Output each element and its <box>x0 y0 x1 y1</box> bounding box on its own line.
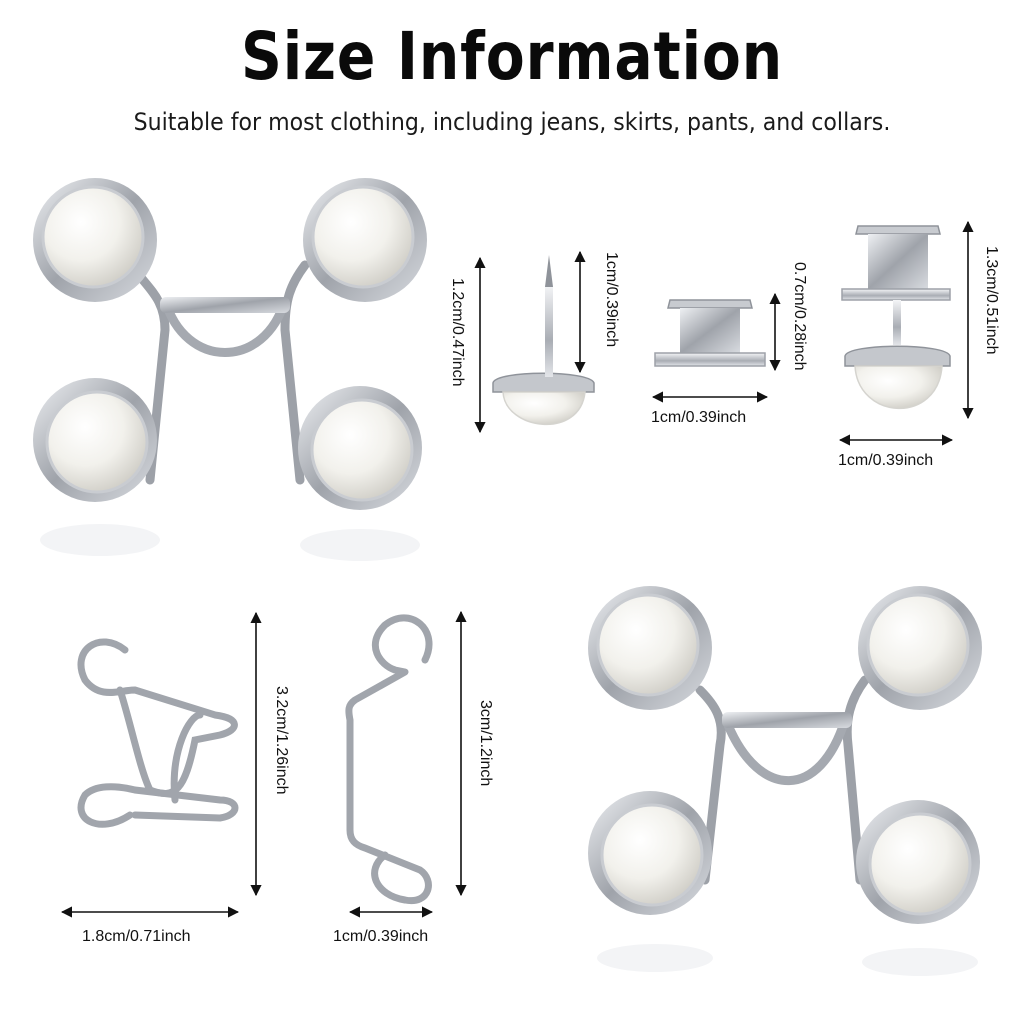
pin-part <box>492 255 595 426</box>
page-title: Size Information <box>240 18 784 95</box>
label-m-hook-height: 3.2cm/1.26inch <box>273 686 290 795</box>
pearl-br-bottom-left <box>588 791 712 915</box>
pearl-top-left <box>33 178 157 302</box>
label-cap-width: 1cm/0.39inch <box>651 409 747 426</box>
label-cap-height: 0.7cm/0.28inch <box>791 262 808 371</box>
label-s-hook-width: 1cm/0.39inch <box>333 928 429 945</box>
label-pin-shaft: 1cm/0.39inch <box>603 252 620 348</box>
label-assembled-height: 1.3cm/0.51inch <box>983 246 1000 355</box>
s-hook <box>345 614 433 905</box>
m-hook <box>77 638 239 828</box>
pearl-bottom-left <box>33 378 157 502</box>
label-assembled-width: 1cm/0.39inch <box>838 452 934 469</box>
dimension-arrows <box>60 220 974 918</box>
page-subtitle: Suitable for most clothing, including je… <box>133 108 891 136</box>
assembled-pin-cap <box>841 225 951 410</box>
cap-part <box>654 299 766 367</box>
assembled-button-top <box>33 178 427 561</box>
label-pin-height: 1.2cm/0.47inch <box>449 278 466 387</box>
pearl-br-top-left <box>588 586 712 710</box>
pearl-br-bottom-right <box>856 800 980 924</box>
pearl-top-right <box>303 178 427 302</box>
label-m-hook-width: 1.8cm/0.71inch <box>82 928 191 945</box>
pearl-bottom-right <box>298 386 422 510</box>
label-s-hook-height: 3cm/1.2inch <box>477 700 494 787</box>
pearl-br-top-right <box>858 586 982 710</box>
assembled-button-bottom <box>588 586 982 976</box>
